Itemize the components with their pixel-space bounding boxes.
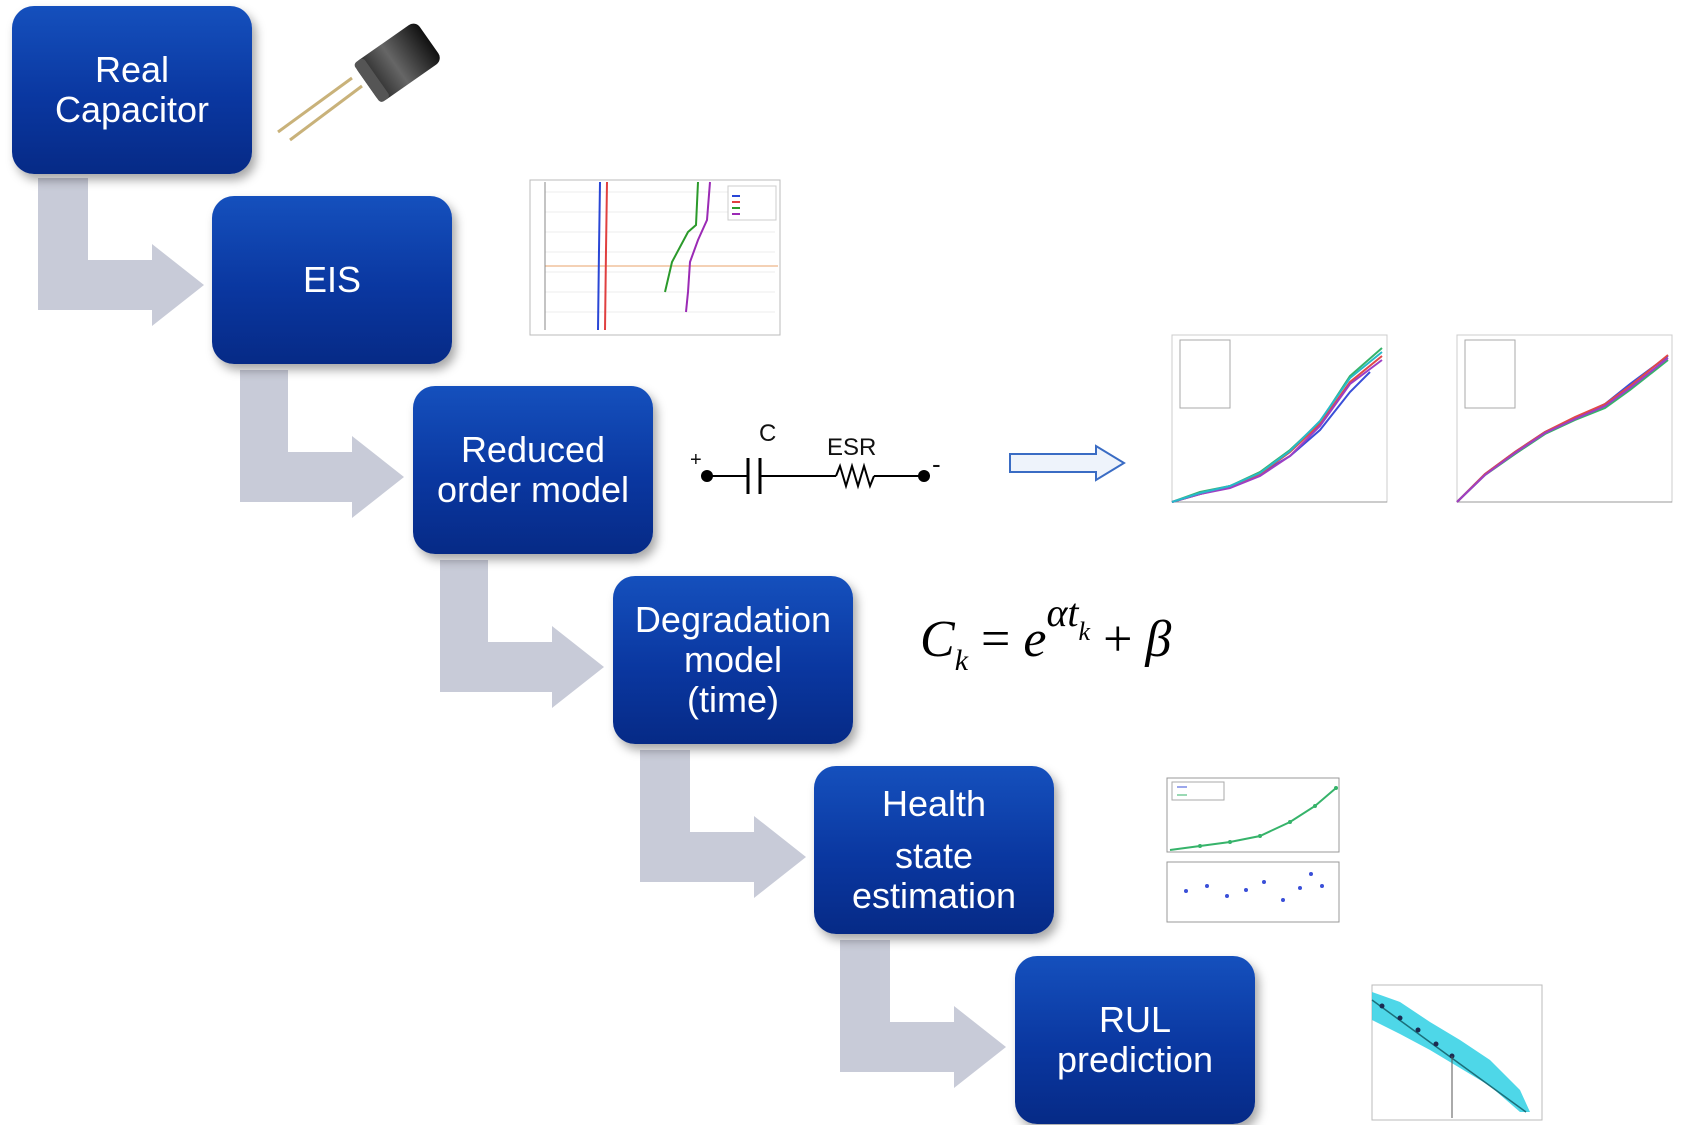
estimated-capacitance-plot: [1166, 777, 1340, 853]
connector-arrow-4: [640, 750, 806, 898]
capacitance-loss-plot: [1171, 334, 1388, 503]
esr-increase-plot: [1456, 334, 1673, 503]
connector-arrow-3: [440, 560, 604, 708]
resistor-symbol: [835, 462, 875, 490]
connector-arrow-1: [38, 178, 204, 326]
step-eis: EIS: [212, 196, 452, 364]
terminal-minus: [918, 470, 930, 482]
minus-label: -: [932, 449, 941, 479]
capacitor-label: C: [759, 420, 777, 447]
connector-arrow-5: [840, 940, 1006, 1088]
residuals-plot: [1166, 861, 1340, 923]
degradation-equation: Ck = eαtk + β: [920, 590, 1172, 677]
plus-label: +: [690, 449, 702, 471]
connector-arrow-2: [240, 370, 404, 518]
esr-label: ESR: [827, 434, 877, 461]
